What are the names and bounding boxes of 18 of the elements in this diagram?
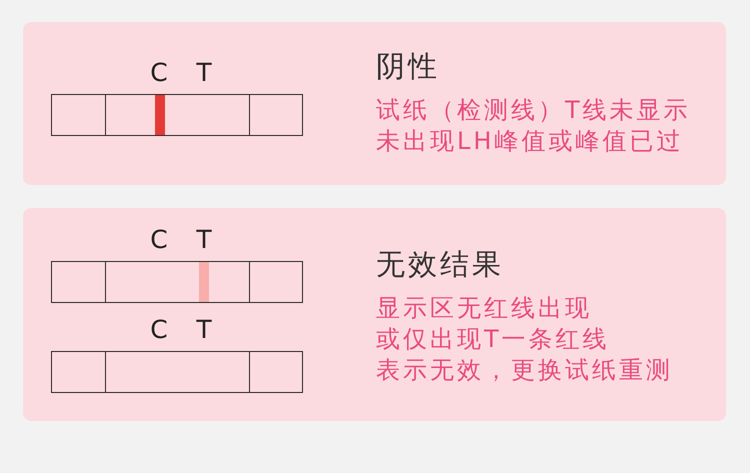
result-card — [23, 208, 726, 421]
result-card — [23, 22, 726, 185]
test-strip — [51, 351, 303, 393]
strip-position-label: C — [150, 225, 168, 255]
test-strip — [51, 261, 303, 303]
strip-position-label: C — [150, 58, 168, 88]
strip-position-label: C — [150, 315, 168, 345]
description-line: 表示无效，更换试纸重测 — [376, 355, 673, 386]
card-heading: 阴性 — [376, 48, 441, 84]
strip-position-label: T — [196, 58, 212, 88]
strip-position-label: T — [196, 315, 212, 345]
card-heading: 无效结果 — [376, 246, 505, 282]
description-line: 或仅出现T一条红线 — [376, 324, 611, 355]
strip-position-label: T — [196, 225, 212, 255]
description-line: 显示区无红线出现 — [376, 293, 593, 324]
test-strip — [51, 94, 303, 136]
description-line: 未出现LH峰值或峰值已过 — [376, 126, 684, 157]
description-line: 试纸（检测线）T线未显示 — [376, 95, 691, 126]
